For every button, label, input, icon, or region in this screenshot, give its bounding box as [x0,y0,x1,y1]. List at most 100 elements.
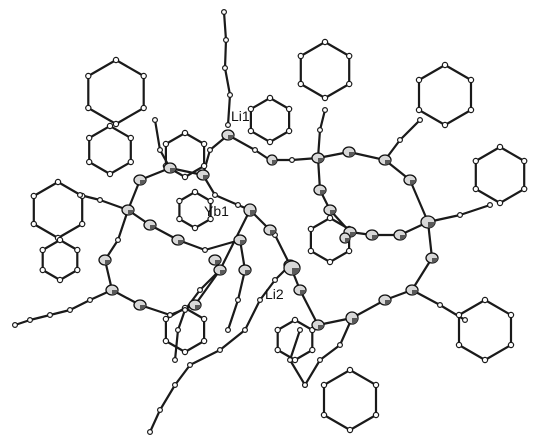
ring-carbon-atom [112,120,120,128]
ellipsoid-octant [140,180,146,185]
ellipsoid-octant [128,210,134,215]
ellipsoid-octant [352,318,358,324]
ring-carbon-atom [85,72,92,80]
phenyl-ring [474,145,526,205]
ring-carbon-atom [285,127,293,135]
chain-atom [12,322,19,329]
ring-carbon-atom [321,94,329,102]
ring-carbon-atom [472,157,479,165]
ellipsoid-octant [385,160,391,165]
ring-carbon-atom [74,266,81,274]
ring-carbon-atom [200,337,208,345]
ring-carbon-atom [455,311,463,319]
ellipsoid-octant [203,175,209,180]
ring-carbon-atom [285,105,293,113]
ellipsoid-octant [345,238,350,243]
ring-carbon-atom [247,105,255,113]
ring-carbon-atom [291,316,299,324]
chain-atom [223,36,230,43]
chain-atom [202,247,209,254]
ring-carbon-atom [85,158,93,166]
ring-carbon-atom [467,76,475,84]
ring-carbon-atom [247,127,255,135]
ellipsoid-octant [272,160,277,165]
ring-carbon-atom [207,197,214,205]
ring-carbon-atom [372,381,380,389]
ring-carbon-atom [78,220,86,228]
chain-atom [172,357,179,364]
chain-atom [114,237,121,244]
ring-carbon-atom [291,356,299,364]
phenyl-ring [88,124,132,176]
ellipsoid-octant [140,305,146,310]
chain-atom [147,429,154,436]
chain-atom [252,147,259,154]
ring-carbon-atom [191,224,199,232]
ring-carbon-atom [372,411,380,419]
ring-carbon-atom [140,72,147,80]
chain-atom [227,91,234,98]
chain-atom [187,362,194,369]
chain-atom [462,317,469,324]
ring-carbon-atom [521,185,528,193]
ring-carbon-atom [346,80,353,88]
ring-carbon-atom [56,276,64,284]
ring-carbon-atom [326,214,334,222]
bond-chain [110,208,252,317]
ring-carbon-atom [181,348,189,356]
ring-carbon-atom [56,236,64,244]
li2-octant [292,268,300,275]
chain-atom [397,137,404,144]
bond-chain [226,133,387,162]
phenyl-ring [32,180,84,240]
chain-atom [175,327,182,334]
chain-atom [172,382,179,389]
chain-atom [222,64,229,71]
ring-carbon-atom [191,188,199,196]
ellipsoid-octant [318,325,324,330]
ellipsoid-octant [270,230,276,235]
chain-atom [221,9,228,16]
chain-atom [225,121,232,128]
bond-chain [303,316,354,387]
ring-carbon-atom [307,225,315,233]
chain-atom [297,327,304,334]
ring-carbon-atom [321,38,329,46]
ring-carbon-atom [320,411,328,419]
ellipsoid-octant [412,290,418,295]
phenyl-ring [299,40,351,100]
ring-carbon-atom [39,266,46,274]
ring-carbon-atom [127,158,134,166]
ellipsoid-octant [240,240,246,245]
yb1-label: Yb1 [204,203,229,219]
ellipsoid-octant [350,232,356,237]
ellipsoid-octant [105,260,111,265]
ellipsoid-octant [372,235,378,240]
chain-atom [217,347,224,354]
li1-label: Li1 [231,108,250,124]
chain-atom [302,382,309,389]
chain-atom [289,157,296,164]
chain-atom [212,192,219,199]
ring-carbon-atom [162,140,170,148]
ring-carbon-atom [162,337,170,345]
ring-carbon-atom [441,121,449,129]
ring-carbon-atom [346,52,353,60]
ring-carbon-atom [200,315,208,323]
chain-atom [66,307,73,314]
ring-carbon-atom [266,138,274,146]
chain-atom [437,302,444,309]
ellipsoid-octant [428,222,435,228]
ellipsoid-octant [400,235,406,240]
ring-carbon-atom [85,134,93,142]
chain-atom [417,116,424,123]
chain-atom [322,106,329,113]
ring-carbon-atom [30,192,37,200]
ring-carbon-atom [346,366,354,374]
ring-carbon-atom [307,247,315,255]
ellipsoid-octant [432,258,438,263]
chain-atom [242,327,249,334]
ellipsoid-octant [178,240,184,245]
ring-carbon-atom [496,199,504,207]
